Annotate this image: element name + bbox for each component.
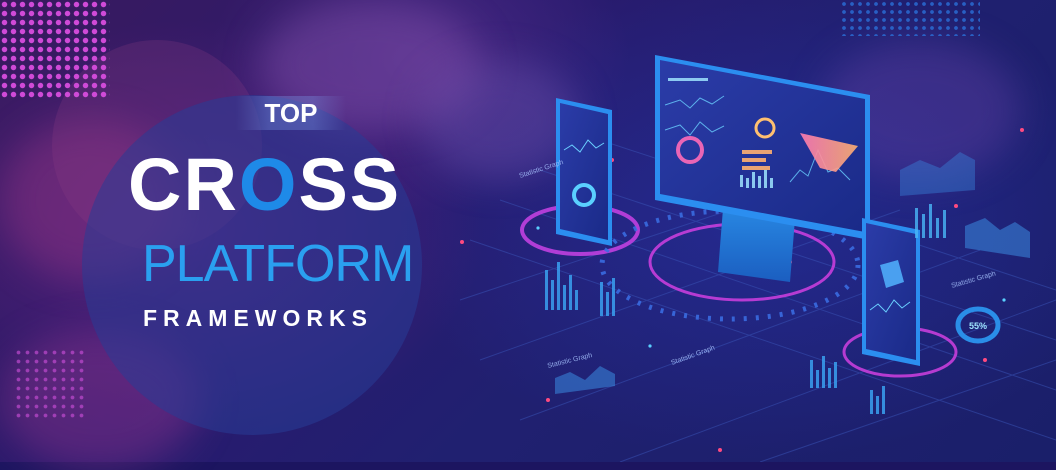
title-backdrop-circle — [82, 95, 422, 435]
left-phone — [556, 98, 612, 246]
dot-pattern — [14, 348, 84, 418]
area-chart — [900, 152, 975, 196]
bar-chart-floating — [545, 262, 615, 316]
panel-label: Statistic Graph — [670, 345, 716, 367]
headline-cross-accent: O — [238, 143, 299, 226]
headline-top: TOP — [236, 96, 346, 130]
right-phone — [862, 218, 920, 366]
cloud-shape — [420, 60, 580, 180]
headline-cross: CROSS — [128, 148, 428, 222]
bar-chart-floating — [810, 356, 885, 414]
bar-chart-floating — [915, 204, 946, 238]
headline-cross-suffix: SS — [298, 143, 402, 226]
desktop-monitor — [655, 55, 870, 240]
area-chart — [555, 366, 615, 394]
headline-frameworks: FRAMEWORKS — [143, 305, 373, 331]
panel-label: Statistic Graph — [547, 352, 593, 370]
dot-pattern — [840, 0, 980, 36]
dot-pattern — [0, 0, 110, 100]
gauge-label: 55% — [969, 321, 987, 331]
area-chart — [965, 218, 1030, 258]
headline-cross-prefix: CR — [128, 143, 239, 226]
headline-platform: PLATFORM — [142, 235, 414, 293]
gauge-ring — [955, 306, 1001, 344]
panel-label: Statistic Graph — [951, 271, 997, 290]
